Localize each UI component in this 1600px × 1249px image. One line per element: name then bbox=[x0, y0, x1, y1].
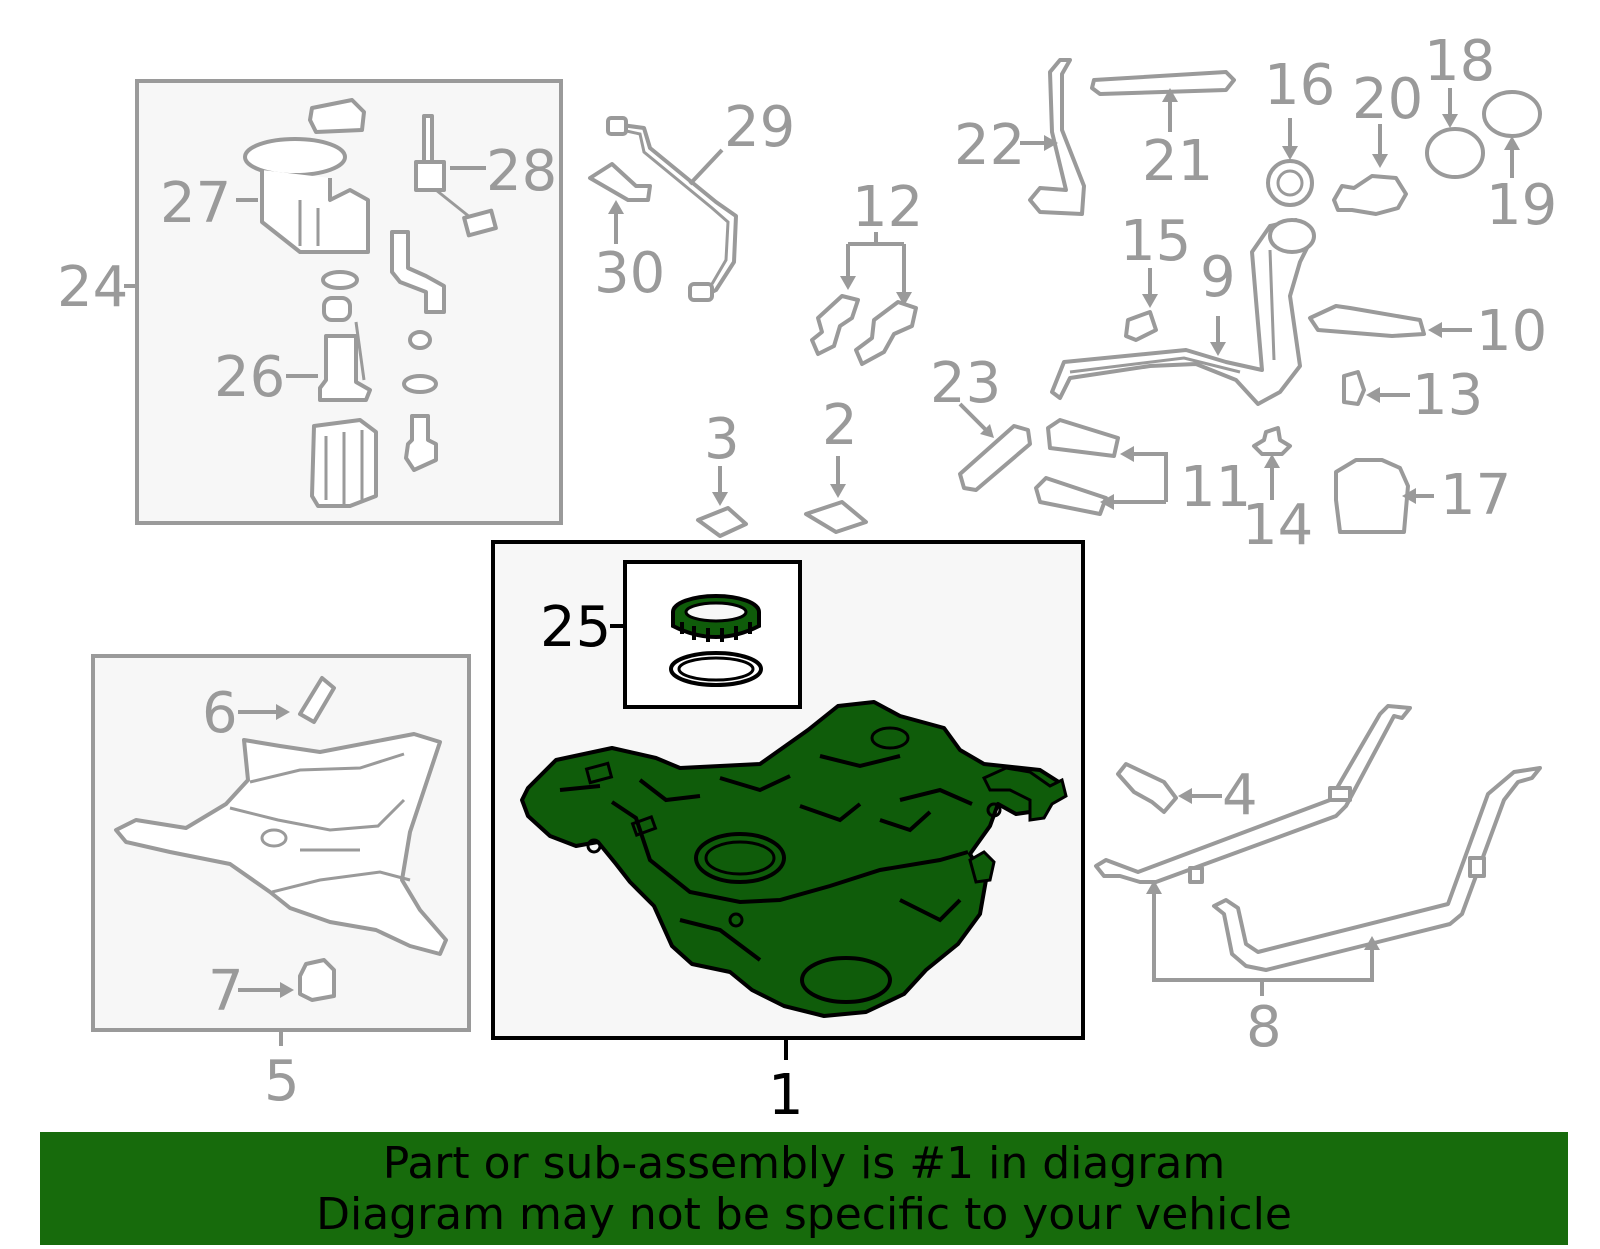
bracket-left-part bbox=[810, 294, 860, 356]
protector-upper-part bbox=[1046, 418, 1120, 458]
callout-28: 28 bbox=[486, 139, 557, 204]
callout-27: 27 bbox=[160, 171, 231, 236]
connector-hose-part bbox=[958, 424, 1032, 492]
pump-cap-part bbox=[308, 98, 366, 134]
callout-4: 4 bbox=[1222, 763, 1258, 828]
callout-23: 23 bbox=[930, 351, 1001, 416]
filler-tube-group: 21 22 bbox=[954, 58, 1236, 216]
callout-8: 8 bbox=[1246, 995, 1282, 1060]
strap-bracket-part bbox=[1116, 762, 1178, 814]
heat-shield-part bbox=[1308, 304, 1426, 338]
callout-1: 1 bbox=[768, 1063, 804, 1128]
fuel-pump-part bbox=[318, 334, 372, 402]
callout-10: 10 bbox=[1476, 299, 1547, 364]
callout-3: 3 bbox=[704, 407, 740, 472]
callout-12: 12 bbox=[852, 175, 923, 240]
protector-lower-part bbox=[1034, 476, 1108, 516]
fuel-pump-assembly-group: 24 27 28 26 bbox=[57, 79, 563, 525]
pad-2-part bbox=[804, 500, 868, 534]
bracket-right-part bbox=[854, 300, 918, 366]
canister-part bbox=[1334, 458, 1410, 534]
gasket-part bbox=[669, 651, 763, 687]
callout-18: 18 bbox=[1424, 29, 1495, 94]
clip-6-part bbox=[298, 676, 336, 724]
breather-tube-part bbox=[1090, 70, 1236, 96]
hose-clip-part bbox=[588, 162, 652, 202]
callout-15: 15 bbox=[1120, 209, 1191, 274]
callout-6: 6 bbox=[202, 681, 238, 746]
pads-group: 3 2 bbox=[696, 393, 868, 538]
filler-pipe-group: 15 9 10 13 bbox=[1050, 209, 1547, 428]
banner-line-1: Part or sub-assembly is #1 in diagram bbox=[382, 1137, 1226, 1189]
tank-hose-connector-part bbox=[981, 766, 1068, 822]
grommet-part bbox=[1252, 426, 1292, 456]
pump-housing-part bbox=[243, 137, 347, 177]
callout-7: 7 bbox=[208, 959, 244, 1024]
valve-part bbox=[1124, 310, 1158, 342]
cap-ring-part bbox=[1266, 159, 1314, 207]
misc-parts-right-group: 23 11 14 17 bbox=[930, 351, 1511, 558]
callout-30: 30 bbox=[594, 241, 665, 306]
regulator-part bbox=[404, 414, 438, 472]
bracket-pair-group: 12 bbox=[810, 175, 923, 366]
callout-14: 14 bbox=[1242, 493, 1313, 558]
callout-21: 21 bbox=[1142, 129, 1213, 194]
gas-cap-part bbox=[1425, 127, 1485, 179]
callout-24: 24 bbox=[57, 255, 128, 320]
callout-29: 29 bbox=[724, 95, 795, 160]
callout-13: 13 bbox=[1412, 363, 1483, 428]
filler-pipe-part bbox=[1050, 218, 1314, 406]
tank-strap-rear-part bbox=[1212, 766, 1542, 972]
callout-9: 9 bbox=[1200, 245, 1236, 310]
callout-11: 11 bbox=[1180, 455, 1251, 520]
clip-7-part bbox=[298, 958, 336, 1002]
fuel-hose-group: 29 30 bbox=[588, 95, 795, 306]
fuel-hose-part bbox=[613, 122, 738, 300]
skid-plate-assembly-group: 6 7 5 bbox=[91, 654, 471, 1114]
cap-gasket-part bbox=[1482, 90, 1542, 138]
filler-cap-group: 16 20 18 19 bbox=[1264, 29, 1557, 238]
callout-26: 26 bbox=[214, 345, 285, 410]
sensor-part bbox=[1342, 370, 1366, 406]
callout-19: 19 bbox=[1486, 173, 1557, 238]
callout-20: 20 bbox=[1352, 67, 1423, 132]
callout-16: 16 bbox=[1264, 53, 1335, 118]
tank-strap-group: 4 8 bbox=[1094, 704, 1542, 1060]
info-banner: Part or sub-assembly is #1 in diagram Di… bbox=[40, 1132, 1568, 1245]
fuel-tank-assembly-group: 25 1 bbox=[491, 540, 1085, 1128]
banner-line-2: Diagram may not be specific to your vehi… bbox=[316, 1188, 1292, 1240]
callout-22: 22 bbox=[954, 113, 1025, 178]
vent-tube-part bbox=[1028, 58, 1086, 216]
callout-2: 2 bbox=[822, 393, 858, 458]
float-arm-part bbox=[390, 230, 446, 314]
fuel-level-sender-part bbox=[414, 114, 446, 192]
callout-5: 5 bbox=[264, 1049, 300, 1114]
callout-17: 17 bbox=[1440, 463, 1511, 528]
fuel-door-part bbox=[1332, 174, 1408, 216]
pad-3-part bbox=[696, 506, 748, 538]
callout-25: 25 bbox=[540, 595, 611, 660]
